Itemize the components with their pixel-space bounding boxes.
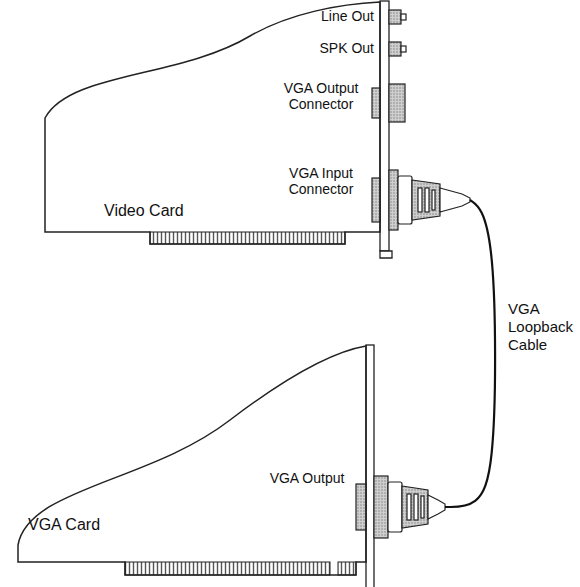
mounting-bracket <box>366 345 374 587</box>
vga-connector <box>372 84 405 122</box>
connector-label: VGA Input Connector <box>268 165 374 197</box>
vga-plug <box>398 176 470 224</box>
vga-card: VGA Card <box>15 340 445 587</box>
edge-fingers <box>150 232 345 244</box>
vga-connector <box>356 476 388 538</box>
cable-label: VGA Loopback Cable <box>508 300 576 354</box>
card-name: VGA Card <box>28 516 100 534</box>
edge-fingers <box>338 562 356 575</box>
card-name: Video Card <box>104 202 184 220</box>
card-outline <box>45 2 380 244</box>
port-label: SPK Out <box>300 40 374 56</box>
video-card: Video Card <box>40 0 470 262</box>
card-outline <box>18 346 366 575</box>
vga-plug <box>388 482 445 532</box>
edge-fingers <box>125 562 330 575</box>
vga-connector <box>372 170 398 230</box>
connector-label: VGA Output <box>262 470 352 486</box>
audio-jack <box>389 10 406 56</box>
loopback-cable <box>445 200 495 507</box>
port-label: Line Out <box>300 8 374 24</box>
connector-label: VGA Output Connector <box>268 80 374 112</box>
card-outline <box>15 340 445 587</box>
card-outline <box>40 0 470 262</box>
